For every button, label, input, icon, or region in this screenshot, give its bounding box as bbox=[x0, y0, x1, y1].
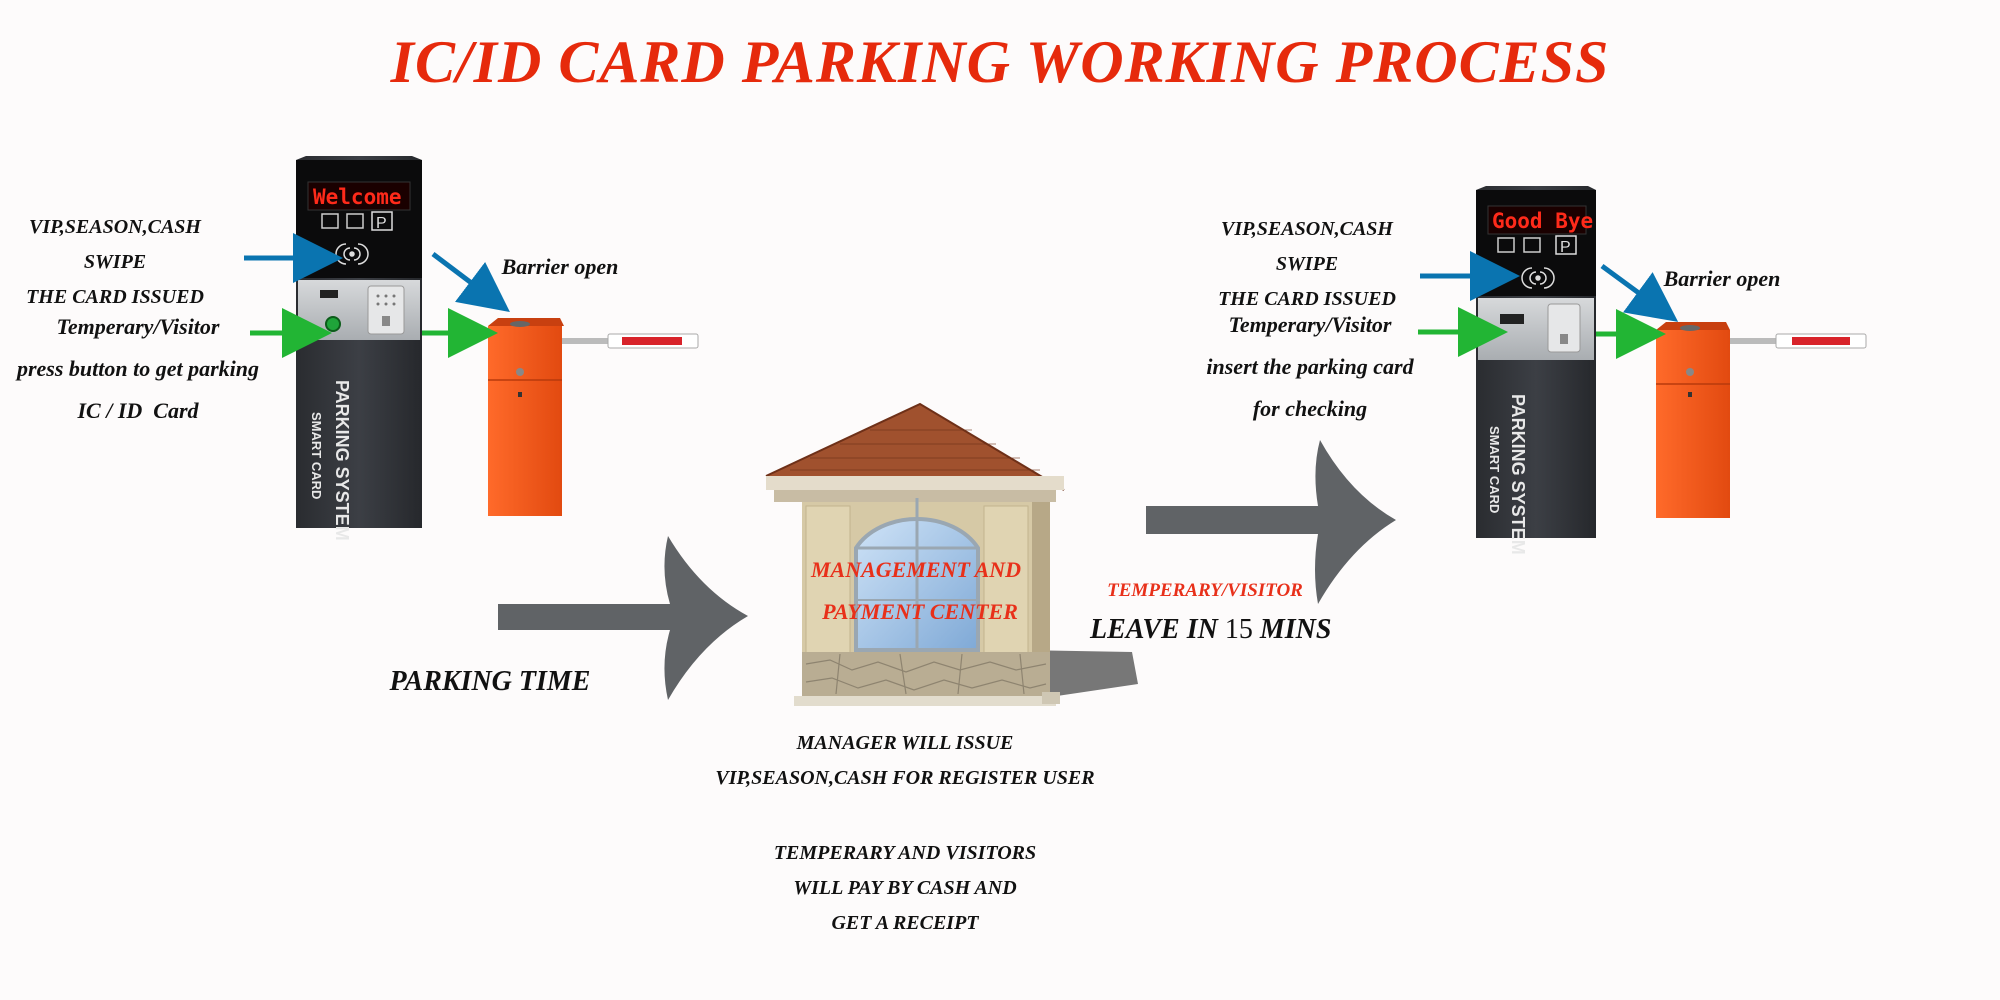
exit-visitor-line2: insert the parking card bbox=[1206, 354, 1414, 379]
management-booth: MANAGEMENT AND PAYMENT CENTER bbox=[765, 402, 1138, 706]
exit-visitor-line3: for checking bbox=[1252, 396, 1368, 421]
entry-visitor-line1: Temperary/Visitor bbox=[56, 314, 220, 339]
parking-time-arrow bbox=[498, 536, 748, 700]
exit-vip-line2: THE CARD ISSUED bbox=[1218, 288, 1396, 310]
entry-visitor-line2: press button to get parking bbox=[16, 356, 260, 381]
entry-vip-label: VIP,SEASON,CASH SWIPE THE CARD ISSUED bbox=[0, 210, 230, 315]
manager-line1: MANAGER WILL ISSUE bbox=[796, 732, 1014, 754]
entry-barrier-label: Barrier open bbox=[501, 254, 619, 279]
exit-barrier-label: Barrier open bbox=[1663, 266, 1781, 291]
booth-label-line1: MANAGEMENT AND bbox=[810, 557, 1021, 582]
entry-barrier-gate bbox=[488, 318, 699, 516]
leave-visitor-label: TEMPERARY/VISITOR bbox=[1107, 580, 1303, 601]
entry-visitor-line3: IC / ID Card bbox=[77, 398, 199, 423]
exit-barrier-gate bbox=[1656, 322, 1867, 518]
entry-display-text: Welcome bbox=[313, 185, 402, 209]
leave-arrow bbox=[1146, 440, 1396, 604]
payment-caption: TEMPERARY AND VISITORS WILL PAY BY CASH … bbox=[710, 836, 1100, 941]
manager-caption: MANAGER WILL ISSUE VIP,SEASON,CASH FOR R… bbox=[700, 726, 1110, 796]
manager-line2: VIP,SEASON,CASH FOR REGISTER USER bbox=[715, 767, 1095, 789]
leave-prefix: LEAVE IN bbox=[1090, 614, 1218, 645]
page-title: IC/ID CARD PARKING WORKING PROCESS bbox=[390, 29, 1610, 95]
entry-kiosk: Welcome P PARKING SYSTEM SMART CARD bbox=[296, 156, 422, 541]
booth-label-line2: PAYMENT CENTER bbox=[821, 599, 1018, 624]
leave-time-label: LEAVE IN 15 MINS bbox=[1090, 614, 1360, 646]
exit-display-text: Good Bye bbox=[1492, 209, 1593, 233]
exit-kiosk: Good Bye P PARKING SYSTEM SMART CARD bbox=[1476, 186, 1596, 555]
exit-rfid-icon bbox=[1521, 267, 1555, 289]
pay-line3: GET A RECEIPT bbox=[831, 912, 979, 934]
pay-line2: WILL PAY BY CASH AND bbox=[793, 877, 1017, 899]
exit-side-brand: PARKING SYSTEM bbox=[1508, 394, 1528, 555]
entry-vip-line1: VIP,SEASON,CASH SWIPE bbox=[29, 216, 201, 273]
entry-barrier-arrow bbox=[431, 252, 510, 313]
entry-visitor-label: Temperary/Visitor press button to get pa… bbox=[0, 306, 276, 432]
exit-p-icon: P bbox=[1560, 239, 1571, 256]
pay-line1: TEMPERARY AND VISITORS bbox=[773, 842, 1037, 864]
exit-visitor-line1: Temperary/Visitor bbox=[1228, 312, 1392, 337]
exit-side-sub: SMART CARD bbox=[1487, 426, 1502, 513]
parking-time-label: PARKING TIME bbox=[389, 666, 591, 697]
exit-vip-label: VIP,SEASON,CASH SWIPE THE CARD ISSUED bbox=[1192, 212, 1422, 317]
svg-text:P: P bbox=[376, 215, 387, 232]
exit-vip-line1: VIP,SEASON,CASH SWIPE bbox=[1221, 218, 1393, 275]
exit-visitor-label: Temperary/Visitor insert the parking car… bbox=[1190, 304, 1430, 430]
entry-side-sub: SMART CARD bbox=[309, 412, 324, 499]
leave-minutes: 15 bbox=[1224, 614, 1253, 645]
exit-barrier-arrow bbox=[1600, 263, 1679, 322]
leave-suffix: MINS bbox=[1259, 614, 1332, 645]
entry-vip-line2: THE CARD ISSUED bbox=[26, 286, 204, 308]
entry-side-brand: PARKING SYSTEM bbox=[332, 380, 352, 541]
